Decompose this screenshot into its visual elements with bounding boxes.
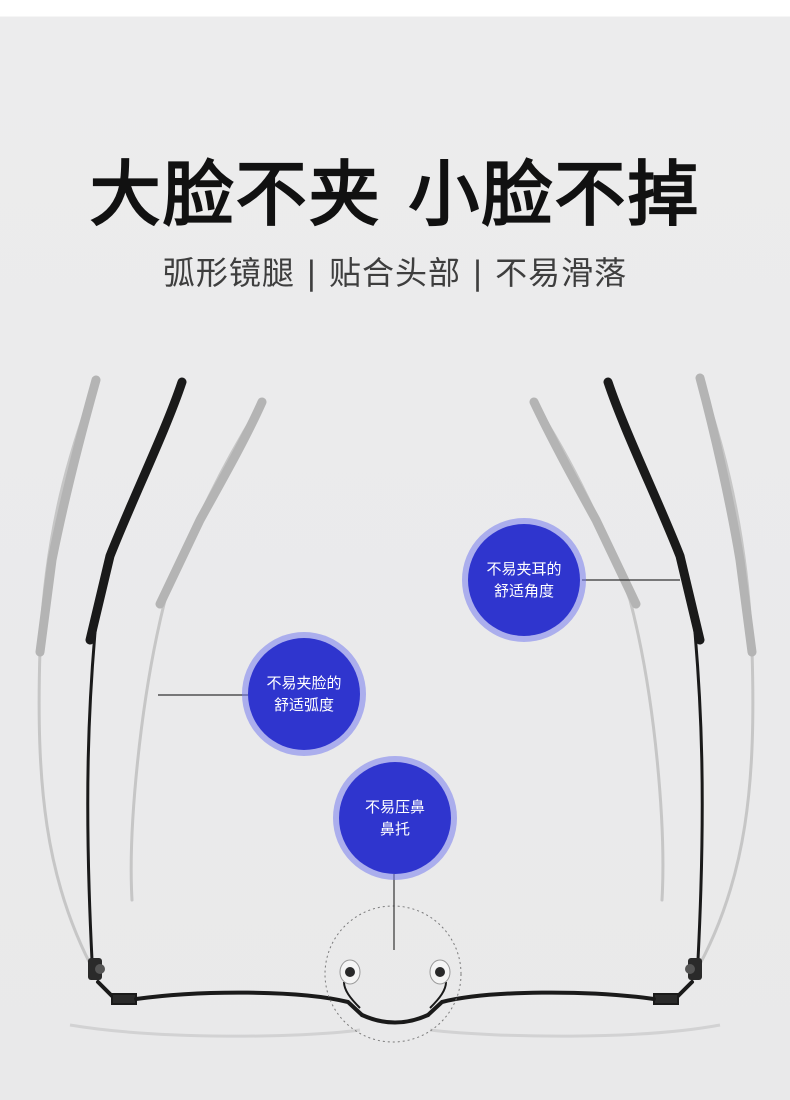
left-ghost-temples	[35, 375, 267, 977]
leader-lines	[158, 579, 680, 950]
subline: 弧形镜腿 | 贴合头部 | 不易滑落	[162, 254, 628, 292]
right-ghost-temples	[529, 373, 757, 977]
face-curve-badge-line1: 不易夹脸的	[266, 674, 342, 692]
ear-angle-badge-line2: 舒适角度	[493, 582, 554, 600]
nose-pad-detail-circle	[324, 905, 462, 1043]
nose-pad-badge-line2: 鼻托	[379, 820, 410, 838]
nose-pads	[339, 959, 451, 1009]
lens-shadows	[69, 1023, 721, 1038]
ear-angle-badge: 不易夹耳的 舒适角度	[468, 524, 580, 636]
ear-angle-badge-line1: 不易夹耳的	[486, 560, 562, 578]
headline: 大脸不夹 小脸不掉	[89, 153, 701, 236]
main-temples	[85, 377, 705, 962]
nose-pad-badge: 不易压鼻 鼻托	[339, 762, 451, 874]
face-curve-badge-line2: 舒适弧度	[273, 696, 334, 714]
hinges	[88, 958, 702, 980]
face-curve-badge: 不易夹脸的 舒适弧度	[248, 638, 360, 750]
front-frame	[96, 980, 694, 1025]
nose-pad-badge-line1: 不易压鼻	[364, 798, 425, 816]
